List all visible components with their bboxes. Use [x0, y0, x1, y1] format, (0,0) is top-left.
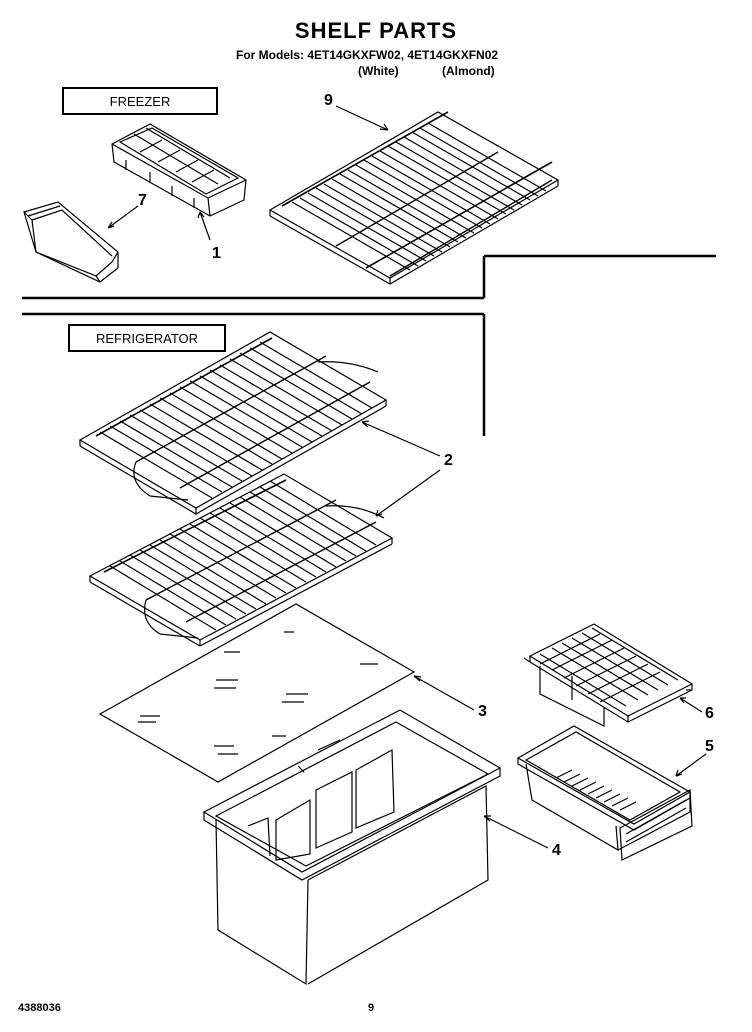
- refrigerator-shelf-upper-part-2: [80, 332, 386, 514]
- document-number: 4388036: [18, 1002, 61, 1014]
- variant-almond: (Almond): [442, 64, 495, 78]
- meat-pan-part-5: [518, 726, 692, 860]
- refrigerator-shelf-lower-part-2: [90, 474, 392, 646]
- models-line: For Models: 4ET14GKXFW02, 4ET14GKXFN02: [236, 48, 499, 62]
- callout-2: 2: [444, 452, 453, 469]
- glass-shelf-part-3: [100, 604, 414, 782]
- leader-6: [680, 698, 702, 712]
- callout-4: 4: [552, 842, 561, 859]
- leader-2-upper: [362, 421, 440, 456]
- page-title: SHELF PARTS: [294, 18, 458, 43]
- callout-3: 3: [478, 703, 487, 720]
- callout-9: 9: [324, 92, 333, 109]
- section-dividers: [22, 256, 716, 436]
- small-shelf-part-6: [524, 624, 692, 726]
- door-bin-part-7: [24, 202, 118, 282]
- callout-6: 6: [705, 705, 714, 722]
- leader-1: [198, 212, 210, 240]
- callout-5: 5: [705, 738, 714, 755]
- crisper-pan-part-4: [204, 710, 500, 984]
- callout-1: 1: [212, 245, 221, 262]
- leader-7: [108, 206, 138, 228]
- refrigerator-section-label: REFRIGERATOR: [68, 324, 226, 352]
- variant-white: (White): [358, 64, 399, 78]
- callout-7: 7: [138, 192, 147, 209]
- refrigerator-label-text: REFRIGERATOR: [95, 330, 199, 346]
- freezer-shelf-part-9: [270, 112, 558, 284]
- leader-2-lower: [376, 470, 440, 516]
- ice-tray-part-1: [112, 124, 246, 216]
- freezer-label-text: FREEZER: [109, 93, 171, 109]
- leader-4: [484, 816, 548, 848]
- leader-lines: [108, 106, 706, 848]
- freezer-section-label: FREEZER: [62, 87, 218, 115]
- leader-9: [336, 106, 388, 130]
- leader-5: [676, 754, 706, 776]
- leader-3: [414, 676, 474, 710]
- page-number: 9: [368, 1002, 375, 1014]
